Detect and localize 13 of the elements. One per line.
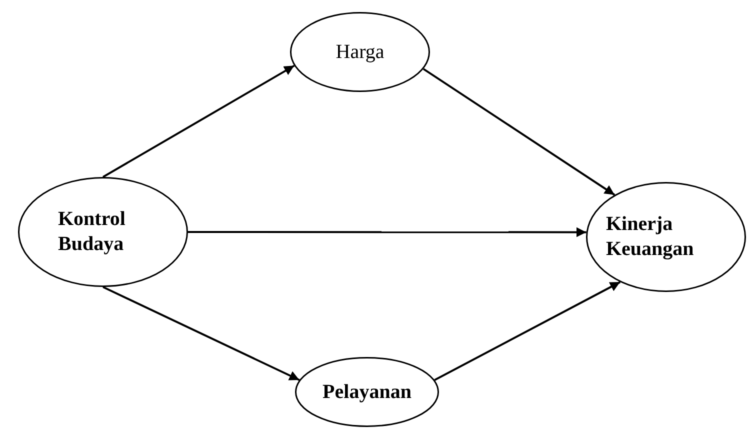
arrow bbox=[188, 227, 586, 238]
ellipse-node bbox=[586, 182, 746, 292]
arrow bbox=[422, 68, 616, 196]
ellipse-node bbox=[295, 357, 439, 427]
node-label: Kontrol Budaya bbox=[58, 207, 126, 257]
node-label: Pelayanan bbox=[322, 380, 412, 404]
ellipse-node bbox=[290, 12, 430, 92]
arrow bbox=[102, 64, 295, 178]
node-label: Harga bbox=[336, 40, 384, 64]
arrow bbox=[102, 286, 300, 381]
arrow bbox=[434, 281, 621, 381]
node-label: Kinerja Keuangan bbox=[606, 212, 695, 262]
ellipse-node bbox=[18, 177, 188, 287]
